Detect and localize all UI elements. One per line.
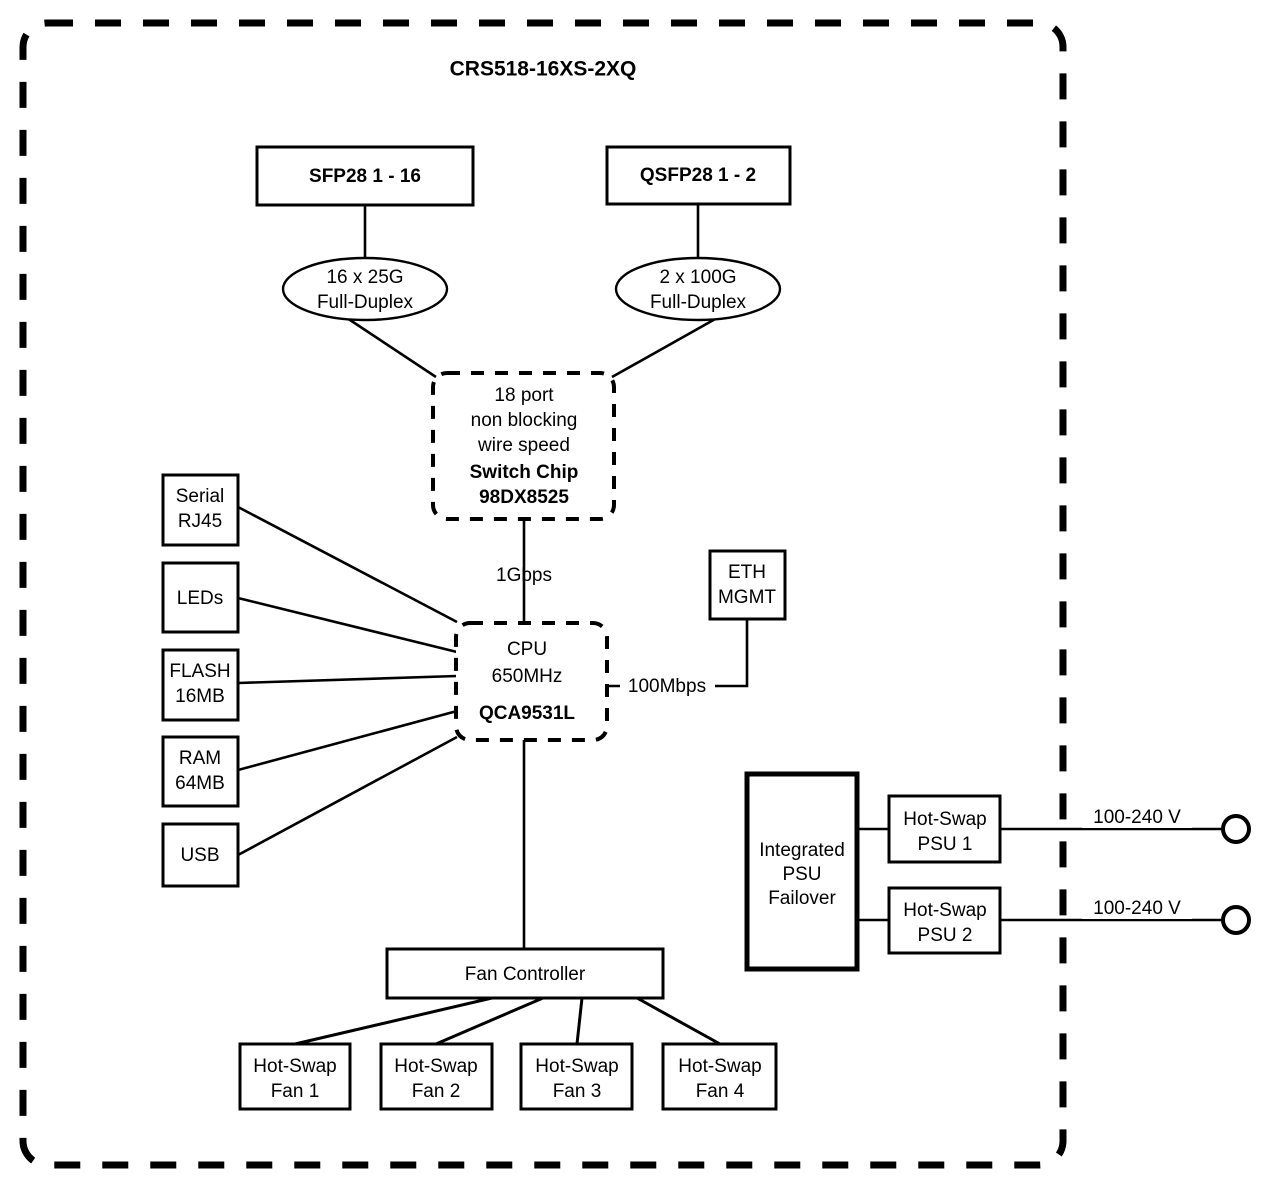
edge-fanctrl-to-fan4 — [636, 996, 721, 1046]
node-usb[interactable]: USB — [161, 822, 240, 888]
node-psu1[interactable]: Hot-Swap PSU 1 — [887, 794, 1002, 864]
edge-flash-to-cpu — [237, 674, 458, 685]
node-serial-line2: RJ45 — [178, 511, 222, 532]
node-ram[interactable]: RAM 64MB — [161, 735, 240, 808]
chassis-outline — [19, 19, 1067, 1169]
node-flash-line1: FLASH — [169, 661, 230, 682]
mains-label-psu1: 100-240 V — [1093, 807, 1181, 828]
node-sfp-speed-line1: 16 x 25G — [326, 267, 403, 288]
edge-label-1gbps: 1Gbps — [496, 565, 552, 586]
mains-label-2-group: 100-240 V — [1082, 897, 1192, 919]
edge-fanctrl-to-fan3 — [575, 997, 584, 1045]
node-fan1-line1: Hot-Swap — [253, 1056, 336, 1077]
edge-ram-to-cpu — [237, 709, 458, 772]
node-qsfp-speed-line1: 2 x 100G — [659, 267, 736, 288]
node-fan-controller[interactable]: Fan Controller — [385, 947, 665, 1000]
node-psu-failover-line2: PSU — [782, 864, 821, 885]
node-serial-rj45[interactable]: Serial RJ45 — [161, 473, 240, 547]
node-fan-controller-label: Fan Controller — [465, 964, 586, 985]
power-plug-icon-1 — [1221, 814, 1251, 844]
node-fan2-line2: Fan 2 — [412, 1081, 461, 1102]
node-psu2[interactable]: Hot-Swap PSU 2 — [887, 886, 1002, 955]
node-flash[interactable]: FLASH 16MB — [161, 648, 240, 722]
edge-usb-to-cpu — [237, 735, 458, 857]
edge-label-100mbps-group: 100Mbps — [620, 674, 715, 698]
node-fan4-line2: Fan 4 — [696, 1081, 745, 1102]
node-psu1-line1: Hot-Swap — [903, 809, 986, 830]
node-ram-line1: RAM — [179, 748, 221, 769]
node-leds[interactable]: LEDs — [161, 561, 240, 634]
node-fan3-line2: Fan 3 — [553, 1081, 602, 1102]
node-qsfp28-label: QSFP28 1 - 2 — [640, 165, 756, 186]
node-sfp-speed: 16 x 25G Full-Duplex — [281, 256, 449, 322]
node-qsfp-speed-line2: Full-Duplex — [650, 292, 747, 313]
node-serial-line1: Serial — [176, 486, 225, 507]
node-usb-line1: USB — [180, 845, 219, 866]
mains-label-psu2: 100-240 V — [1093, 898, 1181, 919]
node-fan4-line1: Hot-Swap — [678, 1056, 761, 1077]
node-fan1-line2: Fan 1 — [271, 1081, 320, 1102]
node-psu2-line2: PSU 2 — [918, 925, 973, 946]
node-leds-line1: LEDs — [177, 588, 223, 609]
node-fan2-line1: Hot-Swap — [394, 1056, 477, 1077]
node-switch-chip-line2: non blocking — [471, 410, 578, 431]
node-cpu[interactable]: CPU 650MHz QCA9531L — [454, 621, 609, 742]
node-eth-mgmt-line2: MGMT — [718, 587, 776, 608]
node-fan3-line1: Hot-Swap — [535, 1056, 618, 1077]
edge-serial-to-cpu — [237, 505, 458, 624]
node-eth-mgmt[interactable]: ETH MGMT — [708, 549, 787, 621]
node-qsfp28[interactable]: QSFP28 1 - 2 — [605, 145, 792, 206]
node-cpu-line1: CPU — [507, 639, 547, 660]
power-plug-icon-2 — [1221, 905, 1251, 935]
edge-fanctrl-to-fan2 — [435, 996, 544, 1046]
edge-qsfp-speed-to-switch — [611, 316, 718, 379]
node-psu-failover[interactable]: Integrated PSU Failover — [744, 771, 860, 972]
node-sfp28[interactable]: SFP28 1 - 16 — [255, 145, 475, 207]
edge-fanctrl-to-fan1 — [294, 996, 493, 1046]
node-psu-failover-line3: Failover — [768, 888, 836, 909]
node-sfp-speed-line2: Full-Duplex — [317, 292, 414, 313]
node-qsfp-speed: 2 x 100G Full-Duplex — [614, 256, 782, 322]
page-title: CRS518-16XS-2XQ — [450, 58, 637, 81]
node-switch-chip-line4: Switch Chip — [470, 462, 579, 483]
mains-label-1-group: 100-240 V — [1082, 806, 1192, 828]
edge-leds-to-cpu — [237, 596, 458, 654]
node-fan3[interactable]: Hot-Swap Fan 3 — [519, 1042, 634, 1111]
edge-sfp-speed-to-switch — [346, 316, 437, 379]
node-sfp28-label: SFP28 1 - 16 — [309, 166, 421, 187]
node-fan4[interactable]: Hot-Swap Fan 4 — [661, 1042, 778, 1111]
edge-label-100mbps: 100Mbps — [628, 676, 706, 697]
node-psu1-line2: PSU 1 — [918, 834, 973, 855]
node-eth-mgmt-line1: ETH — [728, 562, 766, 583]
node-flash-line2: 16MB — [175, 686, 225, 707]
node-psu2-line1: Hot-Swap — [903, 900, 986, 921]
node-switch-chip-line1: 18 port — [494, 385, 554, 406]
node-psu-failover-line1: Integrated — [759, 840, 845, 861]
node-fan1[interactable]: Hot-Swap Fan 1 — [238, 1042, 352, 1111]
node-cpu-line2: 650MHz — [492, 666, 563, 687]
node-cpu-line3: QCA9531L — [479, 703, 575, 724]
node-switch-chip-line3: wire speed — [477, 435, 570, 456]
node-ram-line2: 64MB — [175, 773, 225, 794]
node-fan2[interactable]: Hot-Swap Fan 2 — [379, 1042, 494, 1111]
node-switch-chip[interactable]: 18 port non blocking wire speed Switch C… — [431, 371, 616, 521]
node-switch-chip-line5: 98DX8525 — [479, 487, 569, 508]
